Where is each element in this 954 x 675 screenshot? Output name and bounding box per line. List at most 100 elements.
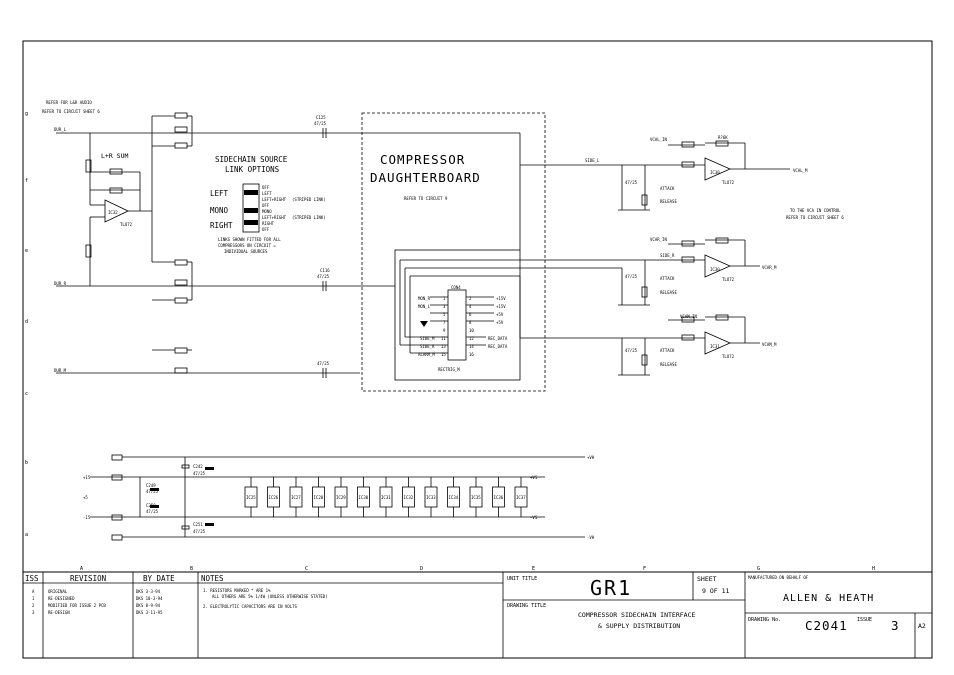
cap-c125-value: 47/25 bbox=[314, 121, 327, 126]
supply-ic-label: IC31 bbox=[381, 495, 391, 500]
svg-text:DKS 3-11-95: DKS 3-11-95 bbox=[136, 610, 163, 615]
supply-distribution: +15 +5 -15 +VH +VS -VS -VH C249 47/25 C2… bbox=[83, 454, 595, 541]
zone-e: e bbox=[25, 248, 28, 254]
cap-l-value: 47/25 bbox=[625, 180, 638, 185]
link-options: SIDECHAIN SOURCE LINK OPTIONS LEFT MONO … bbox=[210, 155, 326, 254]
cap-c251: C251 bbox=[193, 522, 203, 527]
supply-ic-label: IC36 bbox=[494, 495, 504, 500]
zone-b: b bbox=[25, 460, 28, 466]
zone-d: d bbox=[25, 319, 28, 325]
svg-text:3: 3 bbox=[32, 610, 35, 615]
svg-text:RE-DESIGNED: RE-DESIGNED bbox=[48, 596, 75, 601]
zone-D: D bbox=[420, 566, 423, 572]
svg-text:SIDE_R: SIDE_R bbox=[420, 344, 435, 349]
supply-ic-label: IC35 bbox=[471, 495, 481, 500]
cap-c125: C125 bbox=[316, 115, 326, 120]
svg-text:1: 1 bbox=[32, 596, 35, 601]
svg-text:12: 12 bbox=[469, 336, 474, 341]
note-1: 1. RESISTORS MARKED * ARE 1% bbox=[203, 588, 271, 593]
net-dur-m: DUR_M bbox=[54, 368, 67, 373]
net-dur-r: DUR_R bbox=[54, 281, 67, 286]
supply-ic-label: IC30 bbox=[359, 495, 369, 500]
daughterboard-title-1: COMPRESSOR bbox=[380, 152, 465, 167]
vca-r-out: VCAR_M bbox=[762, 265, 777, 270]
svg-text:16: 16 bbox=[469, 352, 474, 357]
link-row-1: LEFT bbox=[262, 191, 272, 196]
striped-link-note-2: (STRIPED LINK) bbox=[292, 215, 326, 220]
supply-ic-ic34: IC34 bbox=[447, 477, 460, 517]
attack-r: ATTACK bbox=[660, 276, 675, 281]
vca-r-in-label: VCAR_IN bbox=[650, 237, 667, 242]
svg-text:MON_R: MON_R bbox=[418, 296, 431, 301]
svg-text:6: 6 bbox=[469, 312, 472, 317]
supply-ic-label: IC34 bbox=[449, 495, 459, 500]
cap-c249: C249 bbox=[146, 483, 156, 488]
title-block: ISS REVISION BY DATE NOTES A ORIGINAL DK… bbox=[23, 572, 932, 658]
supply-ic-label: IC32 bbox=[404, 495, 414, 500]
drawing-title-2: & SUPPLY DISTRIBUTION bbox=[598, 622, 680, 630]
daughterboard-outline bbox=[361, 112, 546, 392]
compressor-daughterboard: COMPRESSOR DAUGHTERBOARD REFER TO CIRCUI… bbox=[361, 112, 546, 392]
svg-text:ALARM_M: ALARM_M bbox=[418, 352, 435, 357]
supply-ic-ic29: IC29 bbox=[334, 477, 348, 517]
link-row-6: RIGHT bbox=[262, 221, 275, 226]
zone-a: a bbox=[25, 532, 28, 538]
link-footnote-0: LINKS SHOWN FITTED FOR ALL bbox=[218, 237, 281, 242]
svg-text:RECTRIG_M: RECTRIG_M bbox=[438, 367, 460, 372]
rail-right-minus-vh: -VH bbox=[587, 535, 595, 540]
sheet-value: 9 OF 11 bbox=[702, 587, 729, 595]
daughterboard-title-2: DAUGHTERBOARD bbox=[370, 170, 481, 185]
svg-text:2: 2 bbox=[32, 603, 35, 608]
cap-mid-value: 47/25 bbox=[317, 361, 330, 366]
zone-F: F bbox=[643, 566, 646, 572]
svg-text:5: 5 bbox=[443, 312, 446, 317]
svg-text:11: 11 bbox=[441, 336, 446, 341]
svg-text:13: 13 bbox=[441, 344, 446, 349]
zone-E: E bbox=[532, 566, 535, 572]
resistor-l-top: R?6K bbox=[718, 135, 728, 140]
right-channel-section: SIDE_L VCAL_IN IC30 TLO72 R?6K VCAL_M 47… bbox=[400, 135, 844, 376]
refer-audio-note: REFER FOR L&R AUDIO bbox=[46, 100, 92, 105]
con4-body bbox=[447, 289, 467, 361]
cap-c116: C116 bbox=[320, 268, 330, 273]
link-row-2: LEFT+RIGHT bbox=[262, 197, 287, 202]
opamp-m-ic: IC31 bbox=[710, 344, 720, 349]
zone-c: c bbox=[25, 391, 28, 397]
svg-text:REC_DATA: REC_DATA bbox=[488, 336, 508, 341]
link-footnote-1: COMPRESSORS ON CIRCUIT = bbox=[218, 243, 276, 248]
opamp-r-ic: IC30 bbox=[710, 267, 720, 272]
zone-G: G bbox=[757, 566, 760, 572]
link-row-5: LEFT+RIGHT bbox=[262, 215, 287, 220]
zone-H: H bbox=[872, 566, 875, 572]
zone-f: f bbox=[25, 178, 28, 184]
supply-ic-label: IC25 bbox=[246, 495, 256, 500]
link-options-title-2: LINK OPTIONS bbox=[225, 165, 280, 174]
svg-text:10: 10 bbox=[469, 328, 474, 333]
coupling-caps: C125 47/25 C116 47/25 47/25 bbox=[314, 115, 330, 378]
sum-opamp-type: TLO72 bbox=[120, 222, 133, 227]
link-jumpers-top bbox=[151, 112, 193, 374]
supply-ic-label: IC37 bbox=[516, 495, 526, 500]
rail-plus5: +5 bbox=[83, 495, 88, 500]
svg-text:2: 2 bbox=[469, 296, 472, 301]
svg-text:9: 9 bbox=[443, 328, 446, 333]
side-r-net: SIDE_R bbox=[660, 253, 675, 258]
outer-frame bbox=[22, 40, 933, 659]
refer-out-2: REFER TO CIRCUIT SHEET 6 bbox=[786, 215, 844, 220]
con4-nets: MON_R MON_L SIDE_M SIDE_R ALARM_M +15V +… bbox=[418, 296, 508, 372]
link-row-3: OFF bbox=[262, 203, 270, 208]
svg-text:+5V: +5V bbox=[496, 312, 504, 317]
svg-text:SIDE_M: SIDE_M bbox=[420, 336, 435, 341]
svg-text:3: 3 bbox=[443, 304, 446, 309]
revision-header: REVISION bbox=[70, 574, 106, 583]
rail-minus15: -15 bbox=[83, 515, 91, 520]
supply-ic-ic32: IC32 bbox=[402, 477, 415, 517]
supply-ic-ic31: IC31 bbox=[379, 477, 393, 517]
opamp-l-type: TLO72 bbox=[722, 180, 735, 185]
note-2: 2. ELECTROLYTIC CAPACITORS ARE IN VOLTS bbox=[203, 604, 298, 609]
cap-c116-value: 47/25 bbox=[317, 274, 330, 279]
svg-text:RE-DESIGN: RE-DESIGN bbox=[48, 610, 70, 615]
supply-ic-ic33: IC33 bbox=[424, 477, 438, 517]
supply-ic-label: IC26 bbox=[269, 495, 279, 500]
